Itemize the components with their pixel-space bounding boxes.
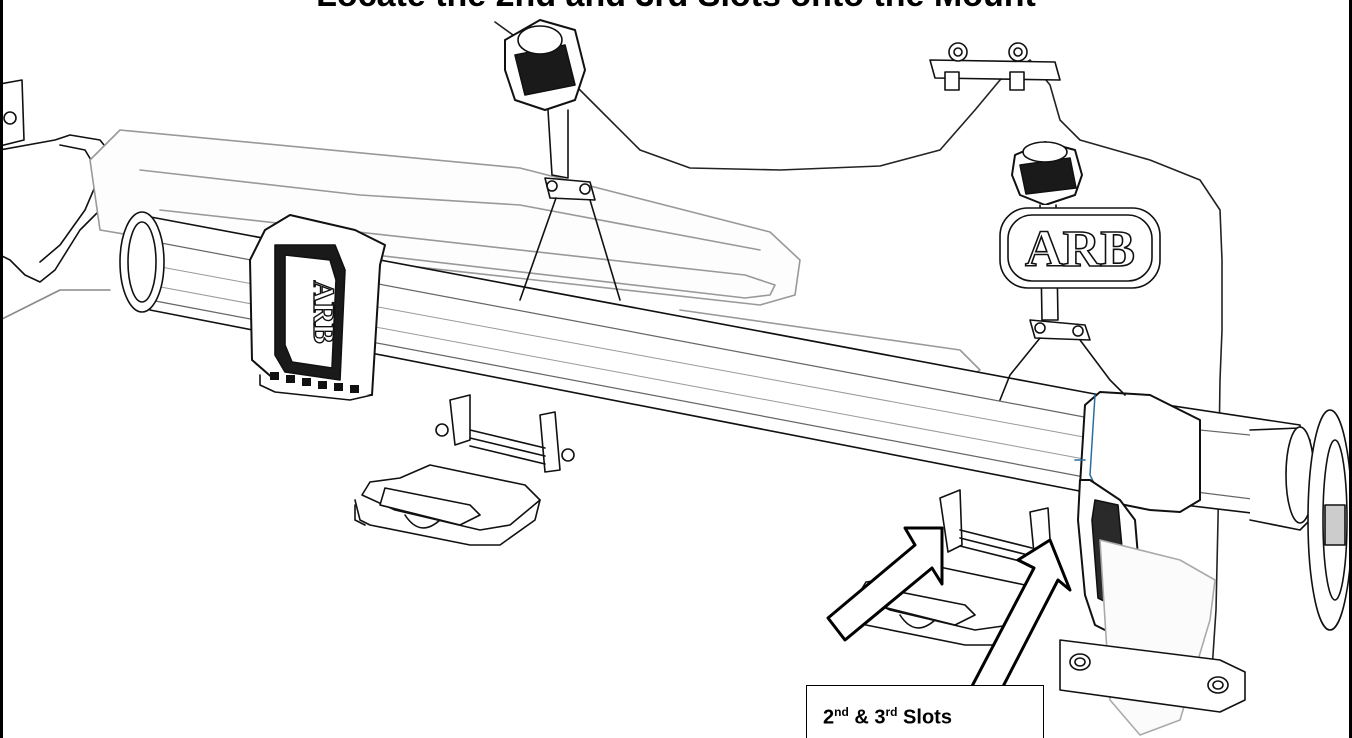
arb-plate-logo: [999, 207, 1161, 289]
clamp-logo-text: ARB: [307, 280, 340, 343]
frame-left: [0, 0, 3, 738]
left-handle: [0, 79, 121, 283]
plate-logo-text: ARB: [1025, 221, 1135, 278]
diagram-title: Locate the 2nd and 3rd Slots onto the Mo…: [0, 0, 1352, 12]
left-mount-foot: [354, 394, 575, 546]
top-bracket: [929, 42, 1061, 91]
slots-callout: 2nd & 3rd Slots: [806, 685, 1044, 738]
callout-label: 2nd & 3rd Slots: [823, 705, 952, 729]
left-strut: [504, 19, 621, 301]
frame-right: [1349, 0, 1352, 738]
left-clamp: [249, 214, 386, 401]
lower-right-bracket: [1059, 539, 1246, 736]
slot-arrow-left: [826, 526, 944, 642]
